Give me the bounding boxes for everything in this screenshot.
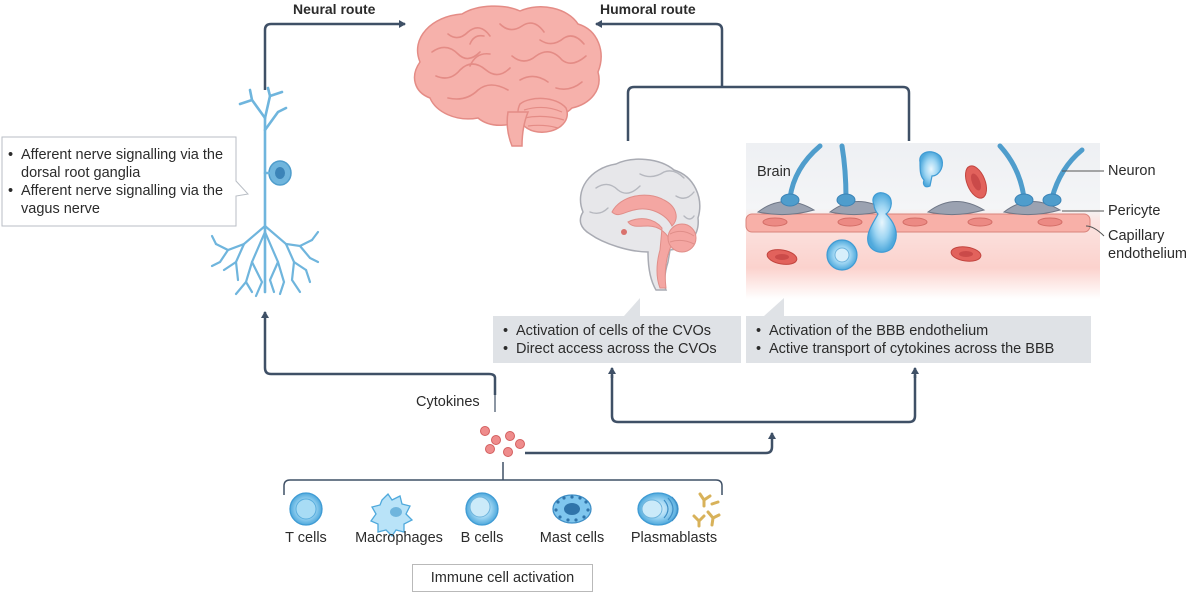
- neuron-label: Neuron: [1108, 163, 1156, 179]
- macrophage-icon: [370, 492, 414, 538]
- cvo-bullet-2: Direct access across the CVOs: [503, 340, 731, 358]
- mast-cell-icon: [552, 494, 592, 524]
- t-cells-label: T cells: [285, 530, 327, 546]
- endothelium-label: endothelium: [1108, 246, 1187, 262]
- bbb-panel: [745, 143, 1105, 299]
- neural-route-label: Neural route: [293, 1, 376, 17]
- plasmablast-icon: [637, 492, 679, 526]
- plasmablasts-label: Plasmablasts: [630, 530, 718, 546]
- neural-route-arrow: [263, 20, 406, 90]
- cytokine-particles: [480, 395, 525, 457]
- humoral-route-label: Humoral route: [600, 1, 696, 17]
- macrophages-label: Macrophages: [355, 530, 443, 546]
- sagittal-brain-illustration: [579, 158, 701, 291]
- neural-bullets: Afferent nerve signalling via the dorsal…: [8, 146, 236, 218]
- bbb-bullet-2: Active transport of cytokines across the…: [756, 340, 1081, 358]
- humoral-merge-bracket: [626, 85, 911, 141]
- antibody-icon: [692, 492, 721, 528]
- cytokines-label: Cytokines: [416, 394, 480, 410]
- brain-illustration: [413, 5, 602, 147]
- bbb-callout-notch: [764, 298, 784, 316]
- humoral-route-arrow: [595, 20, 724, 86]
- mast-cells-label: Mast cells: [539, 530, 605, 546]
- capillary-label: Capillary: [1108, 228, 1165, 244]
- b-cell-icon: [465, 492, 499, 526]
- cvo-callout: Activation of cells of the CVOs Direct a…: [493, 316, 741, 363]
- neuron-illustration: [210, 86, 320, 298]
- neural-bullet-1: Afferent nerve signalling via the dorsal…: [8, 146, 236, 182]
- cytokine-to-neuron-arrow: [261, 311, 497, 379]
- cytokine-to-humoral-arrow: [525, 432, 776, 455]
- connector-arrows: [261, 20, 919, 455]
- t-cell-icon: [289, 492, 323, 526]
- neural-bullet-2: Afferent nerve signalling via the vagus …: [8, 182, 236, 218]
- pericyte-label: Pericyte: [1108, 203, 1161, 219]
- bbb-callout: Activation of the BBB endothelium Active…: [746, 316, 1091, 363]
- cvo-bullet-1: Activation of cells of the CVOs: [503, 322, 731, 340]
- immune-activation-caption: Immune cell activation: [412, 564, 593, 592]
- bbb-bullet-1: Activation of the BBB endothelium: [756, 322, 1081, 340]
- cvo-callout-notch: [624, 298, 640, 316]
- b-cells-label: B cells: [460, 530, 504, 546]
- brain-label: Brain: [757, 164, 791, 180]
- humoral-split-arrows: [610, 375, 917, 424]
